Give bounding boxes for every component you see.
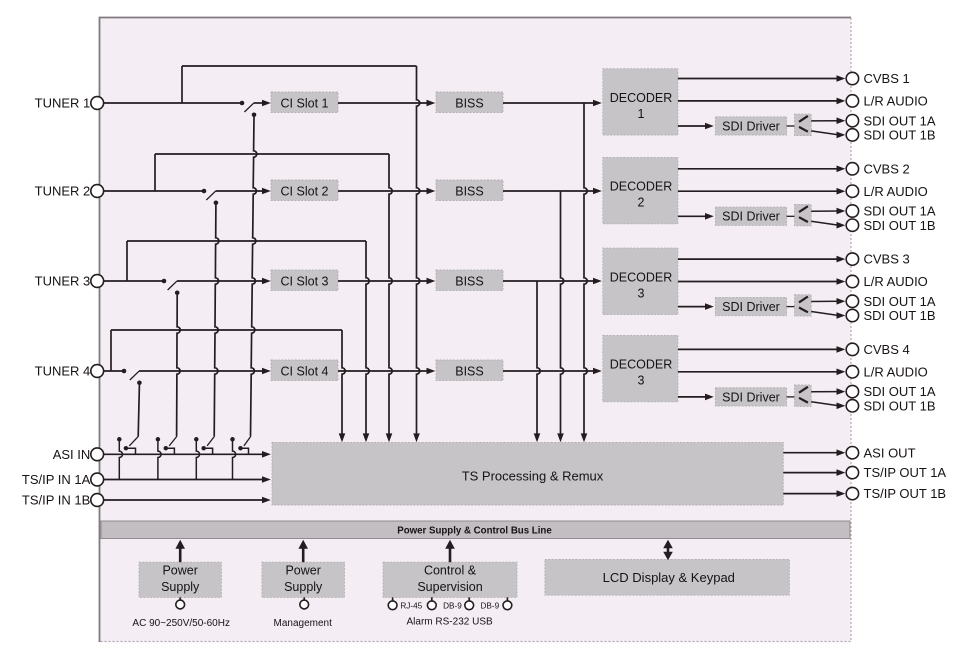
svg-text:TUNER 2: TUNER 2: [35, 184, 91, 199]
svg-text:DECODER: DECODER: [610, 91, 673, 105]
svg-text:Power Supply & Control Bus Lin: Power Supply & Control Bus Line: [397, 526, 552, 537]
svg-text:CVBS 4: CVBS 4: [864, 342, 910, 357]
svg-text:L/R AUDIO: L/R AUDIO: [864, 364, 928, 379]
svg-text:Control &: Control &: [424, 564, 477, 578]
svg-text:ASI OUT: ASI OUT: [864, 445, 916, 460]
svg-text:L/R AUDIO: L/R AUDIO: [864, 94, 928, 109]
svg-text:Power: Power: [285, 564, 320, 578]
svg-text:DECODER: DECODER: [610, 270, 673, 284]
svg-text:RJ-45: RJ-45: [400, 601, 422, 610]
svg-text:AC 90~250V/50-60Hz: AC 90~250V/50-60Hz: [132, 618, 230, 629]
svg-text:3: 3: [638, 286, 645, 300]
svg-text:Supply: Supply: [284, 580, 323, 594]
svg-text:CI Slot 2: CI Slot 2: [281, 184, 329, 198]
svg-text:SDI OUT 1A: SDI OUT 1A: [864, 113, 936, 128]
svg-text:DECODER: DECODER: [610, 180, 673, 194]
svg-text:2: 2: [638, 196, 645, 210]
svg-text:CVBS 1: CVBS 1: [864, 71, 910, 86]
svg-text:SDI Driver: SDI Driver: [722, 300, 780, 314]
svg-text:3: 3: [638, 374, 645, 388]
svg-text:TS/IP IN 1A: TS/IP IN 1A: [22, 472, 91, 487]
svg-text:Management: Management: [274, 618, 333, 629]
svg-text:TUNER 3: TUNER 3: [35, 274, 91, 289]
svg-text:CI Slot 4: CI Slot 4: [281, 364, 329, 378]
svg-text:TS Processing & Remux: TS Processing & Remux: [462, 468, 604, 483]
svg-text:L/R AUDIO: L/R AUDIO: [864, 184, 928, 199]
svg-text:DB-9: DB-9: [481, 601, 500, 610]
svg-text:CI Slot 1: CI Slot 1: [281, 96, 329, 110]
svg-text:Supply: Supply: [161, 580, 200, 594]
svg-text:TUNER 4: TUNER 4: [35, 364, 91, 379]
svg-text:TS/IP IN 1B: TS/IP IN 1B: [22, 493, 90, 508]
svg-text:DB-9: DB-9: [443, 601, 462, 610]
svg-text:TS/IP OUT 1A: TS/IP OUT 1A: [864, 465, 947, 480]
svg-text:Alarm RS-232 USB: Alarm RS-232 USB: [407, 616, 493, 627]
svg-text:CVBS 2: CVBS 2: [864, 161, 910, 176]
svg-text:ASI IN: ASI IN: [53, 447, 91, 462]
svg-text:DECODER: DECODER: [610, 358, 673, 372]
svg-text:TUNER 1: TUNER 1: [35, 96, 91, 111]
svg-text:BISS: BISS: [455, 274, 484, 288]
svg-text:1: 1: [638, 107, 645, 121]
svg-text:SDI OUT 1B: SDI OUT 1B: [864, 398, 936, 413]
svg-text:Supervision: Supervision: [417, 580, 482, 594]
svg-text:SDI Driver: SDI Driver: [722, 119, 780, 133]
svg-text:CVBS 3: CVBS 3: [864, 252, 910, 267]
svg-text:SDI Driver: SDI Driver: [722, 390, 780, 404]
svg-text:BISS: BISS: [455, 184, 484, 198]
svg-text:BISS: BISS: [455, 364, 484, 378]
svg-text:SDI OUT 1B: SDI OUT 1B: [864, 218, 936, 233]
svg-text:BISS: BISS: [455, 96, 484, 110]
svg-text:SDI OUT 1A: SDI OUT 1A: [864, 204, 936, 219]
svg-text:SDI OUT 1B: SDI OUT 1B: [864, 128, 936, 143]
svg-text:SDI OUT 1B: SDI OUT 1B: [864, 308, 936, 323]
svg-text:SDI Driver: SDI Driver: [722, 210, 780, 224]
svg-text:SDI OUT 1A: SDI OUT 1A: [864, 294, 936, 309]
svg-text:L/R AUDIO: L/R AUDIO: [864, 274, 928, 289]
svg-text:LCD Display & Keypad: LCD Display & Keypad: [603, 570, 735, 585]
svg-text:TS/IP OUT 1B: TS/IP OUT 1B: [864, 486, 947, 501]
svg-text:CI Slot 3: CI Slot 3: [281, 274, 329, 288]
svg-text:SDI OUT 1A: SDI OUT 1A: [864, 384, 936, 399]
svg-text:Power: Power: [162, 564, 197, 578]
